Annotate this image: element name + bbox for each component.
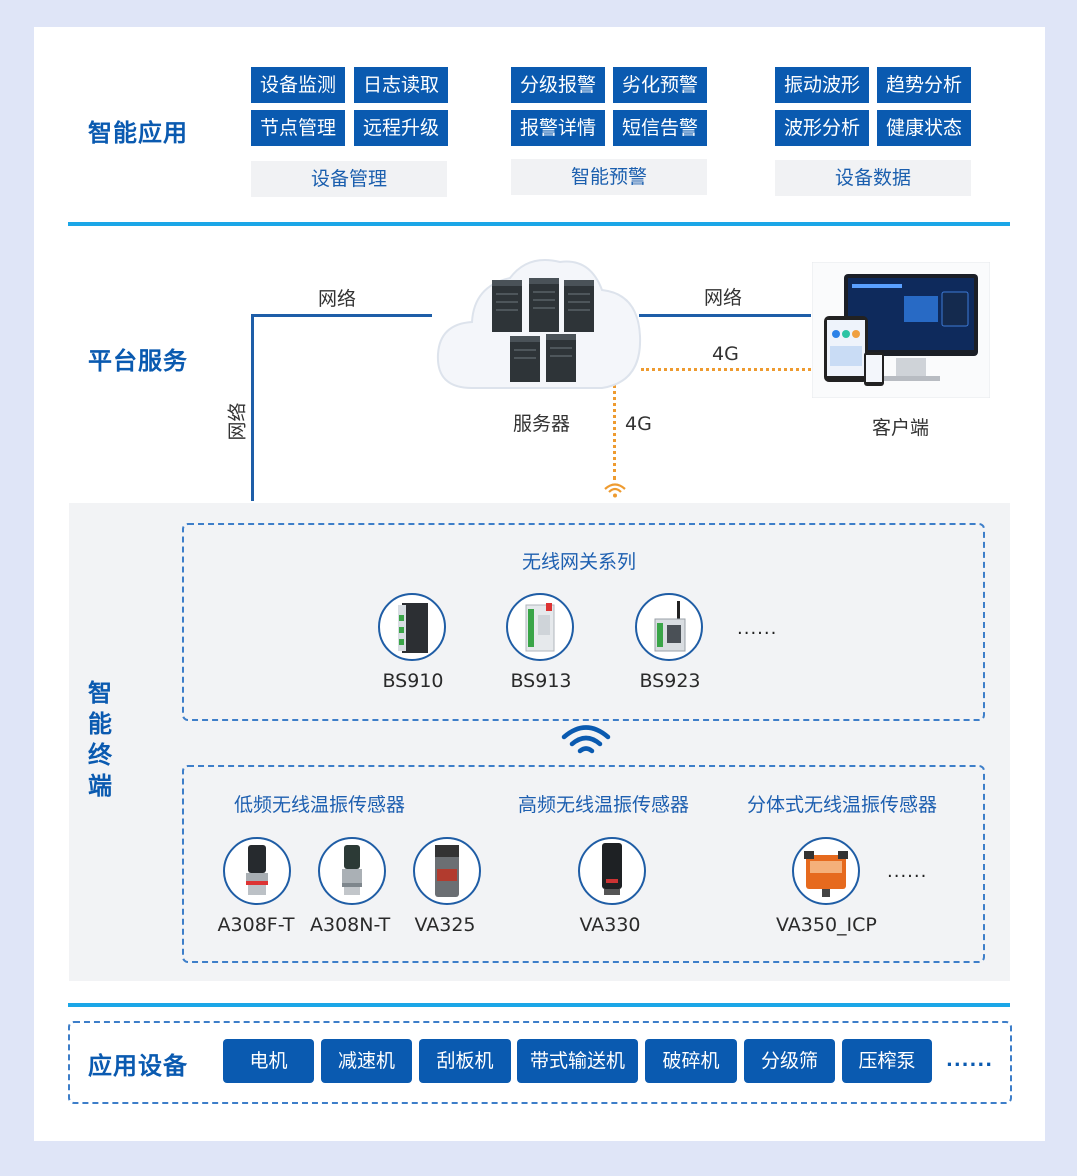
gateway-bs910-image[interactable] [378,593,446,661]
equipment-box [68,1021,1012,1104]
terminal-panel [69,503,1010,981]
sensor-va350-icp-image[interactable] [792,837,860,905]
gateway-more: ...... [737,618,778,639]
sensor-more: ...... [887,861,928,882]
sensor-name: VA325 [414,914,476,936]
terminal-title-char: 能 [88,710,112,738]
sensor-va330-image[interactable] [578,837,646,905]
wifi-icon [561,725,611,754]
equipment-belt-conveyor[interactable]: 带式输送机 [517,1039,638,1083]
app-tile-alarm-detail[interactable]: 报警详情 [511,110,605,146]
app-tile-device-monitor[interactable]: 设备监测 [251,67,345,103]
equipment-press-pump[interactable]: 压榨泵 [842,1039,932,1083]
sensor-name: VA350_ICP [776,914,877,936]
network-label-right: 网络 [704,287,743,309]
equipment-motor[interactable]: 电机 [223,1039,314,1083]
sensor-a308f-t-image[interactable] [223,837,291,905]
equipment-classifier-screen[interactable]: 分级筛 [744,1039,835,1083]
gateway-series-title: 无线网关系列 [522,551,637,573]
equipment-crusher[interactable]: 破碎机 [645,1039,737,1083]
platform-section-title: 平台服务 [88,347,188,375]
network-label-vertical: 网络 [226,402,249,441]
apps-section-title: 智能应用 [88,119,188,147]
gateway-bs923-image[interactable] [635,593,703,661]
app-tile-trend-analysis[interactable]: 趋势分析 [877,67,971,103]
network-link-left [251,314,432,317]
app-group-label-device-management: 设备管理 [251,161,447,197]
section-divider-bottom [68,1003,1010,1007]
app-tile-waveform-analysis[interactable]: 波形分析 [775,110,869,146]
network-label-left: 网络 [318,288,357,310]
app-tile-remote-upgrade[interactable]: 远程升级 [354,110,448,146]
sensor-name: A308N-T [310,914,391,936]
label-4g-vertical: 4G [625,413,652,435]
terminal-title-char: 智 [88,679,112,707]
app-tile-sms-alert[interactable]: 短信告警 [613,110,707,146]
sensor-name: VA330 [579,914,641,936]
app-tile-health-status[interactable]: 健康状态 [877,110,971,146]
app-group-label-smart-warning: 智能预警 [511,159,707,195]
gateway-name: BS913 [510,670,572,692]
label-4g-horizontal: 4G [712,343,739,365]
app-group-label-device-data: 设备数据 [775,160,971,196]
equipment-reducer[interactable]: 减速机 [321,1039,412,1083]
terminal-title-char: 端 [88,772,112,800]
equipment-scraper[interactable]: 刮板机 [419,1039,511,1083]
app-tile-graded-alarm[interactable]: 分级报警 [511,67,605,103]
app-tile-node-manage[interactable]: 节点管理 [251,110,345,146]
gateway-name: BS923 [639,670,701,692]
sensor-va325-image[interactable] [413,837,481,905]
terminal-section-title: 智 能 终 端 [85,678,115,802]
equipment-section-title: 应用设备 [88,1052,188,1080]
section-divider-top [68,222,1010,226]
app-tile-log-read[interactable]: 日志读取 [354,67,448,103]
app-tile-vibration-waveform[interactable]: 振动波形 [775,67,869,103]
link-4g-horizontal [641,368,811,371]
sensor-category-split: 分体式无线温振传感器 [747,794,938,816]
gateway-name: BS910 [382,670,444,692]
gateway-bs913-image[interactable] [506,593,574,661]
server-label: 服务器 [513,413,571,435]
gateway-box [182,523,985,721]
cloud-server-icon [436,259,642,389]
wifi-4g-icon [604,483,626,498]
sensor-a308n-t-image[interactable] [318,837,386,905]
network-link-right [639,314,811,317]
equipment-more: ...... [946,1050,994,1071]
client-label: 客户端 [872,417,930,439]
sensor-category-high-freq: 高频无线温振传感器 [518,794,690,816]
network-link-vertical [251,314,254,501]
sensor-box [182,765,985,963]
link-4g-vertical [613,372,616,480]
terminal-title-char: 终 [88,741,112,769]
monitor-tablet-phone-icon [812,262,990,398]
sensor-name: A308F-T [217,914,295,936]
sensor-category-low-freq: 低频无线温振传感器 [234,794,406,816]
app-tile-degradation-warning[interactable]: 劣化预警 [613,67,707,103]
